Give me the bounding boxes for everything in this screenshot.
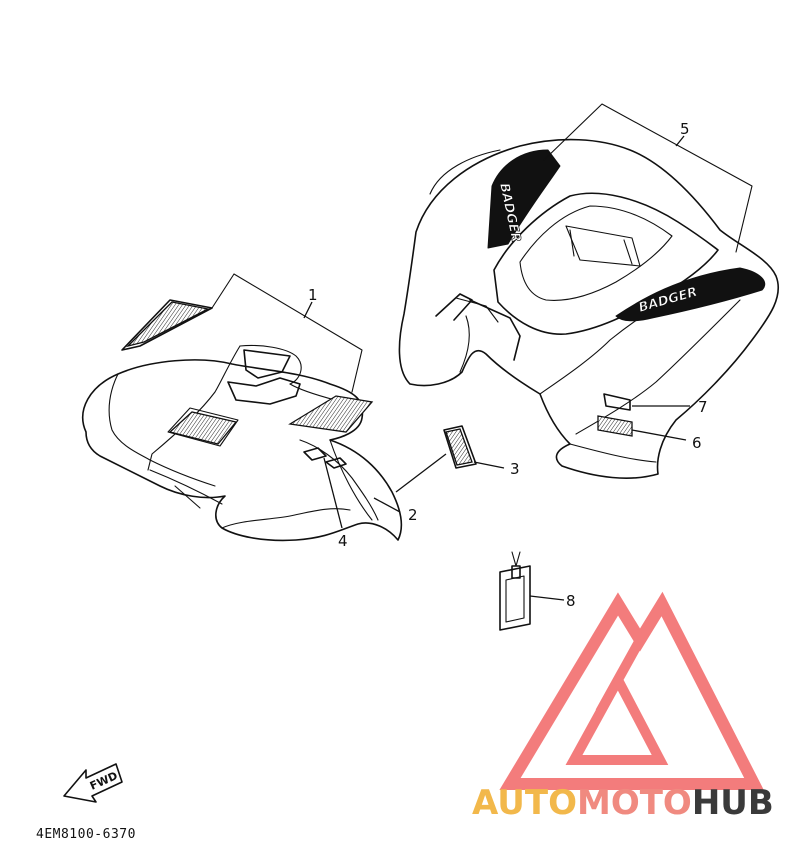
front-fender <box>82 344 403 542</box>
fwd-arrow-icon: FWD <box>63 763 123 803</box>
callout-labels: 1 2 3 4 5 6 7 8 <box>308 120 708 610</box>
callout-8: 8 <box>566 592 576 610</box>
leader-lines <box>303 135 690 601</box>
callout-3: 3 <box>510 460 520 478</box>
watermark-text: AUTOMOTOHUB <box>472 783 774 823</box>
fwd-label: FWD <box>88 769 120 793</box>
tag-8 <box>499 551 531 631</box>
callout-4: 4 <box>338 532 348 550</box>
callout-7: 7 <box>698 398 708 416</box>
watermark-logo <box>499 591 764 790</box>
decal-3 <box>443 425 477 469</box>
watermark-moto: MOTO <box>577 783 692 823</box>
decal-1-sheet <box>121 273 363 393</box>
callout-6: 6 <box>692 434 702 452</box>
watermark-hub: HUB <box>692 783 774 823</box>
callout-5: 5 <box>680 120 690 138</box>
callout-1: 1 <box>308 286 318 304</box>
svg-text:AUTOMOTOHUB: AUTOMOTOHUB <box>472 783 774 823</box>
callout-2: 2 <box>408 506 418 524</box>
diagram-code: 4EM8100-6370 <box>36 827 136 842</box>
watermark-auto: AUTO <box>472 783 577 823</box>
rear-fender <box>398 138 780 479</box>
